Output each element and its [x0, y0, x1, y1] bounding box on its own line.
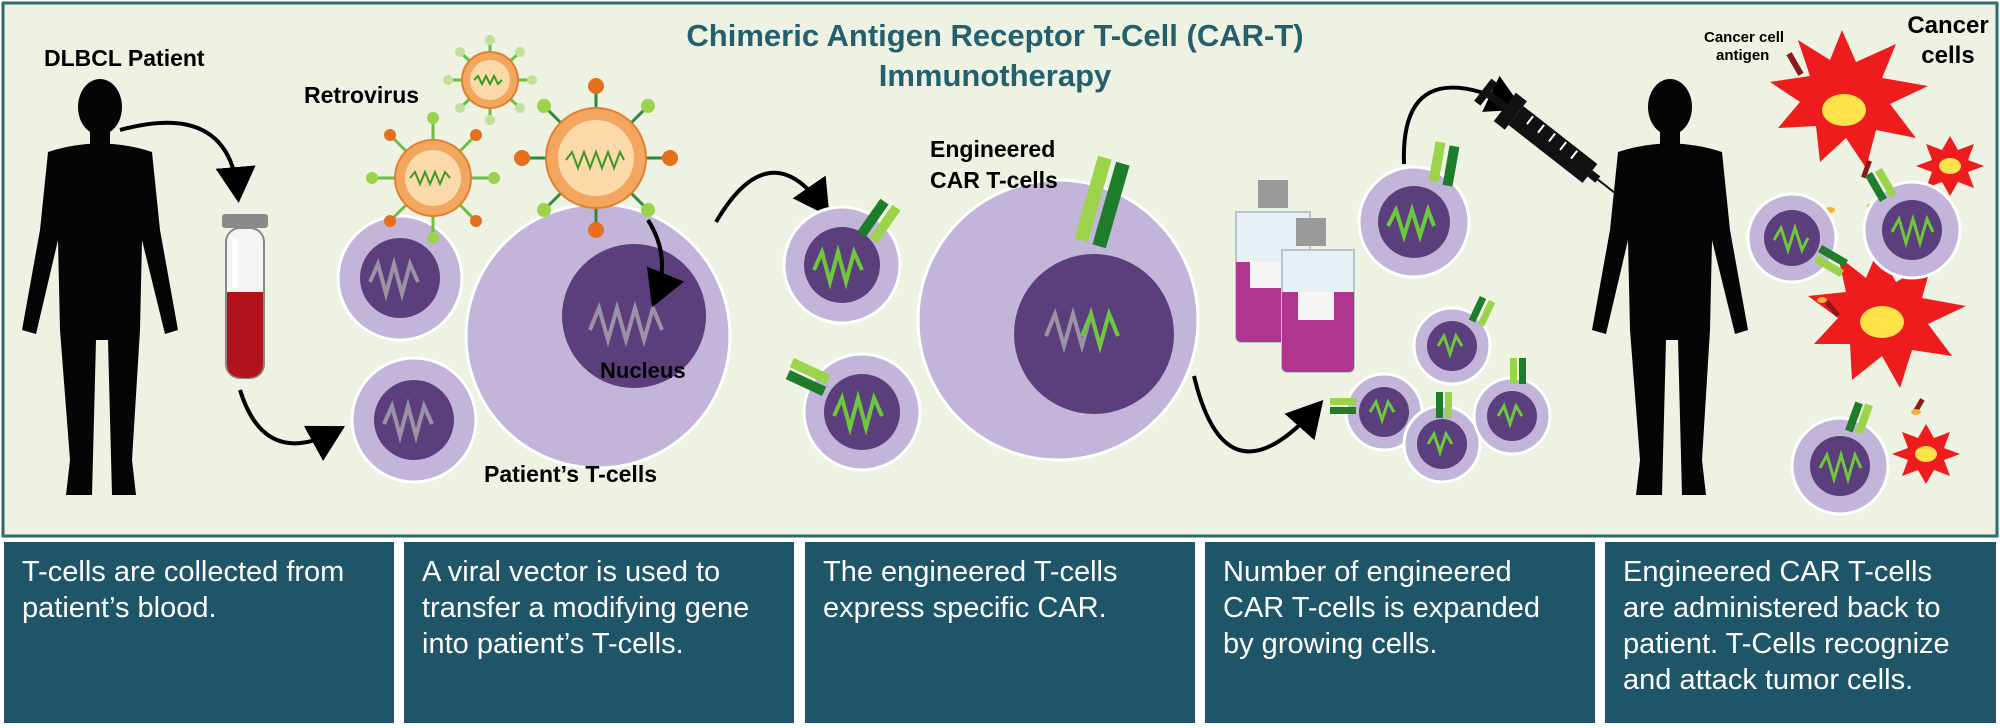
- retrovirus-small-icon: [443, 35, 537, 125]
- retrovirus-large-icon: [514, 78, 678, 238]
- expanded-tcell-2: [1330, 372, 1424, 452]
- arrow-to-engineered: [714, 171, 830, 224]
- cancer-cell-small-bottom: [1892, 424, 1960, 484]
- large-tcell: [464, 202, 732, 470]
- culture-flask-front-icon: [1281, 218, 1355, 373]
- label-cancer-2: cells: [1921, 42, 1974, 69]
- step-panel-2: A viral vector is used to transfer a mod…: [404, 542, 794, 723]
- attacking-tcell-bottom: [1790, 401, 1890, 516]
- cancer-cell-large-top: [1770, 30, 1928, 168]
- step-panel-4: Number of engineered CAR T-cells is expa…: [1205, 542, 1595, 723]
- arrow-tube-to-cells: [238, 389, 346, 461]
- label-engineered-1: Engineered: [930, 136, 1055, 162]
- expanded-tcell-1: [1412, 295, 1496, 386]
- label-patient: DLBCL Patient: [44, 45, 205, 71]
- label-patients-tcells: Patient’s T-cells: [484, 461, 657, 487]
- attacking-tcell-left: [1746, 192, 1848, 284]
- attacking-tcell-right: [1862, 168, 1962, 280]
- engineered-tcell-small-top: [782, 198, 902, 325]
- label-retrovirus: Retrovirus: [304, 82, 419, 108]
- expanding-tcell-top: [1357, 141, 1471, 279]
- step-panel-3: The engineered T-cells express specific …: [805, 542, 1195, 723]
- title-line-1: Chimeric Antigen Receptor T-Cell (CAR-T): [686, 18, 1303, 53]
- arrow-to-expansion: [1192, 375, 1324, 454]
- cancer-cell-large-middle: [1808, 250, 1966, 388]
- label-nucleus: Nucleus: [600, 358, 686, 383]
- step-panel-5: Engineered CAR T-cells are administered …: [1605, 542, 1996, 723]
- small-tcell-top: [336, 214, 464, 342]
- expanded-tcell-4: [1472, 358, 1552, 456]
- blood-tube-icon: [222, 214, 268, 379]
- patient-silhouette-icon: [22, 79, 178, 495]
- engineered-tcell-large: [916, 155, 1200, 462]
- label-cancer-1: Cancer: [1907, 12, 1988, 39]
- arrow-virus-to-nucleus: [646, 218, 685, 308]
- small-tcell-bottom: [350, 356, 478, 484]
- label-engineered-2: CAR T-cells: [930, 167, 1058, 193]
- expanded-tcell-3: [1402, 392, 1482, 484]
- label-antigen-2: antigen: [1716, 47, 1769, 64]
- cancer-cell-small-right: [1916, 136, 1984, 196]
- retrovirus-medium-icon: [366, 112, 500, 244]
- arrow-patient-to-tube: [119, 120, 256, 203]
- label-antigen-1: Cancer cell: [1704, 29, 1784, 46]
- antigen-marker: [1786, 52, 1804, 76]
- patient-silhouette-right-icon: [1592, 79, 1748, 495]
- step-panel-1: T-cells are collected from patient’s blo…: [4, 542, 394, 723]
- title-line-2: Immunotherapy: [879, 58, 1112, 93]
- engineered-tcell-small-bottom: [785, 352, 922, 472]
